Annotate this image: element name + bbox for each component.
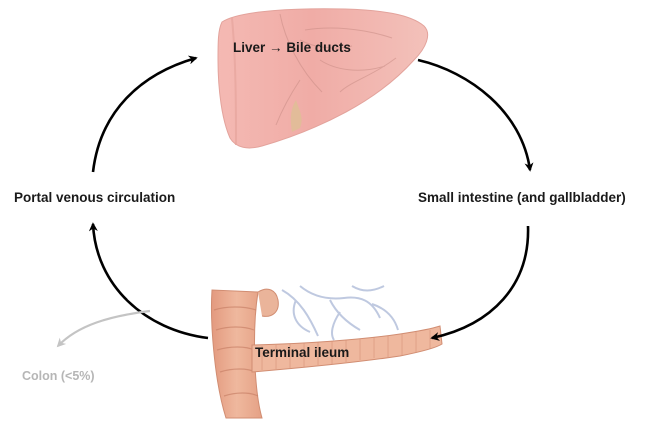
portal-venous-label: Portal venous circulation — [14, 191, 175, 205]
arrow-ileum-to-portal — [93, 224, 208, 338]
colon-label: Colon (<5%) — [22, 370, 95, 383]
liver-text: Liver — [233, 40, 265, 55]
arrow-portal-to-liver — [93, 58, 196, 172]
arrow-ileum-to-colon — [58, 311, 150, 346]
terminal-ileum-label: Terminal ileum — [255, 346, 349, 360]
right-arrow-icon: → — [269, 40, 283, 55]
bile-ducts-text: Bile ducts — [286, 40, 351, 55]
arrow-small-intestine-to-ileum — [432, 226, 528, 338]
small-intestine-label: Small intestine (and gallbladder) — [418, 191, 626, 205]
liver-illustration — [218, 9, 428, 148]
liver-label: Liver → Bile ducts — [233, 41, 351, 55]
arrow-liver-to-small-intestine — [418, 60, 530, 170]
